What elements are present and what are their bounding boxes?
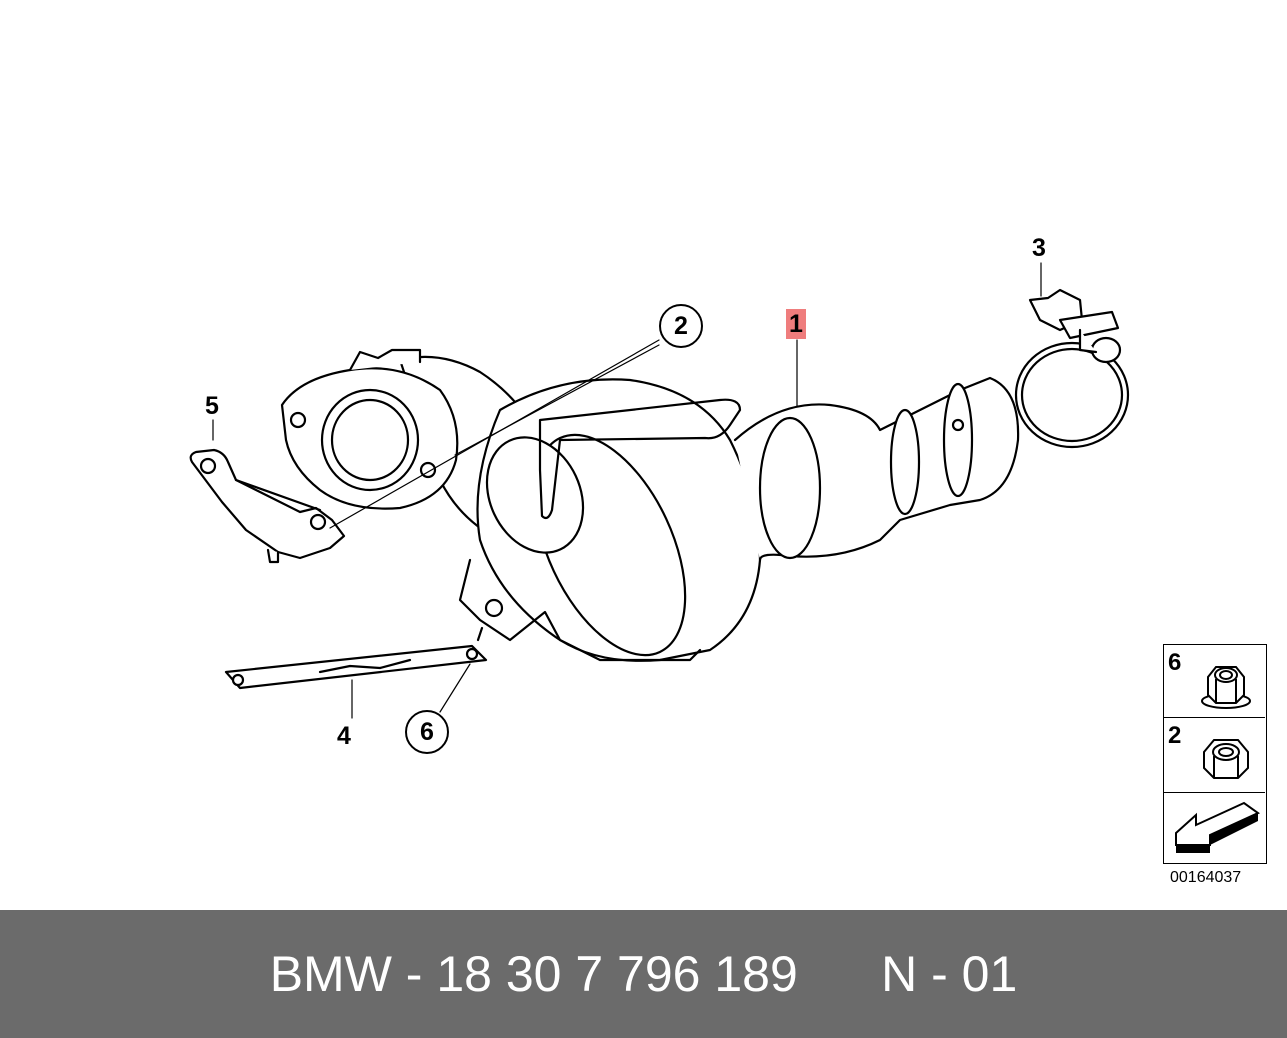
hex-flange-nut-icon: [1201, 666, 1251, 709]
callout-part-2: 2: [659, 304, 703, 348]
legend-item-6: 6: [1164, 645, 1265, 718]
footer-spacer: [798, 945, 881, 1003]
clamp-part-3: [1014, 288, 1130, 449]
footer-text: BMW - 18 30 7 796 189 N - 01: [0, 910, 1287, 1038]
hex-nut-icon: [1203, 739, 1249, 779]
legend-item-arrow: [1164, 793, 1265, 863]
outlet-pipe: [733, 376, 1020, 562]
legend-item-number: 6: [1168, 649, 1182, 676]
legend-item-number: 2: [1168, 722, 1182, 749]
exhaust-catalytic-converter-illustration: [189, 262, 1130, 719]
diagram-code: 00164037: [1170, 869, 1242, 886]
parts-legend: 6 2: [1163, 644, 1267, 864]
position-code: N - 01: [881, 946, 1018, 1002]
part-number: BMW - 18 30 7 796 189: [269, 946, 798, 1002]
callout-part-6: 6: [405, 710, 449, 754]
arrow-direction-icon: [1175, 801, 1260, 853]
bracket-part-5: [189, 448, 346, 564]
callout-part-5: 5: [205, 392, 219, 420]
callout-part-4: 4: [337, 722, 351, 750]
strip-part-4: [224, 644, 488, 690]
footer-bar: BMW - 18 30 7 796 189 N - 01: [0, 910, 1287, 1038]
catalytic-converter-body: [476, 378, 762, 662]
callout-part-1: 1: [786, 309, 806, 339]
callout-part-3: 3: [1032, 234, 1046, 262]
legend-item-2: 2: [1164, 718, 1265, 793]
